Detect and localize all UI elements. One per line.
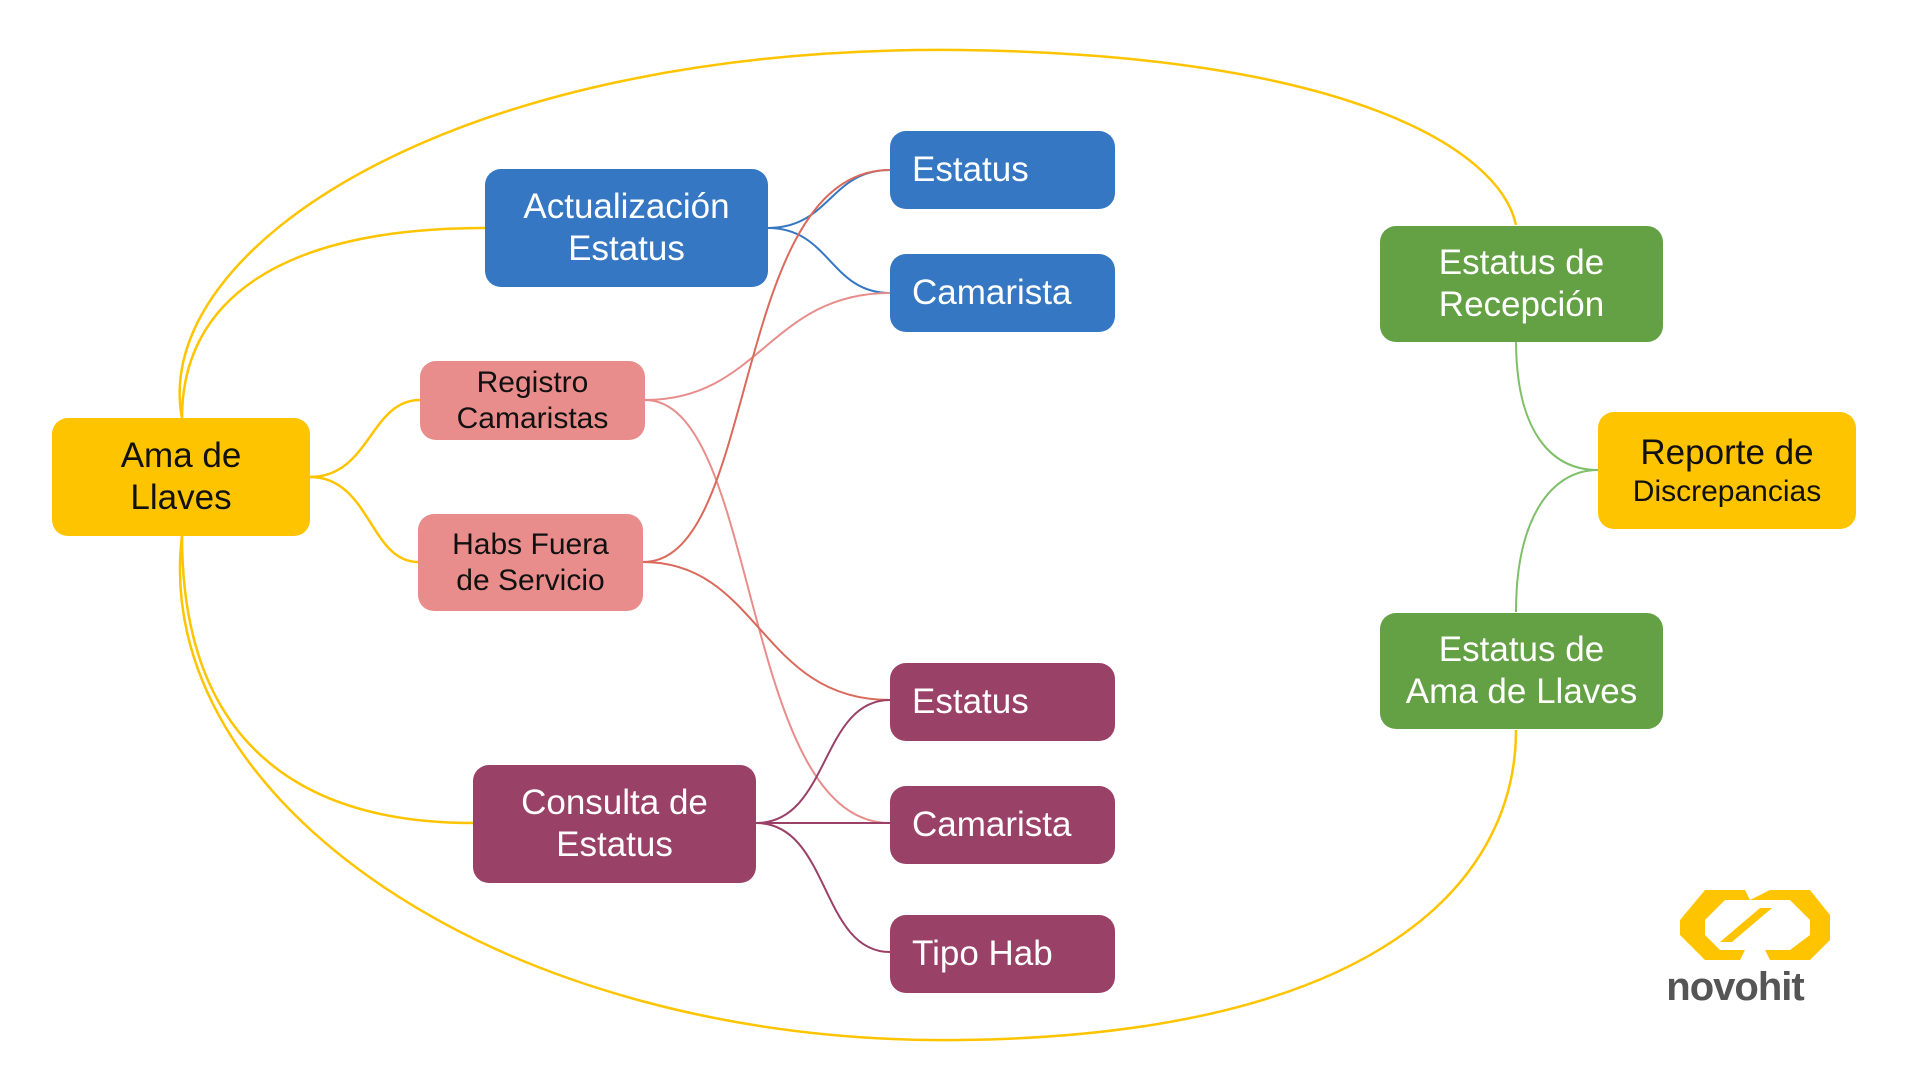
node-estatus-recepcion: Estatus de Recepción (1380, 226, 1663, 342)
node-recepcion-line2: Recepción (1438, 285, 1605, 324)
node-ama-llaves-status-line1: Estatus de (1438, 630, 1605, 669)
node-actualizacion-estatus: Actualización Estatus (485, 169, 768, 287)
connector-ama-to-ama-llaves-status (178, 535, 1518, 1042)
node-ama-de-llaves-line1: Ama de (120, 436, 242, 475)
leaf-blue-camarista-label: Camarista (912, 273, 1072, 312)
node-consulta-line1: Consulta de (521, 783, 708, 822)
connector-ama-to-consulta (180, 535, 474, 825)
node-recepcion-line1: Estatus de (1438, 243, 1605, 282)
connector-ama-to-habs (309, 475, 419, 564)
node-reporte-line2: Discrepancias (1632, 474, 1822, 508)
connector-consulta-to-estatus (755, 699, 891, 824)
node-actualizacion-line2: Estatus (568, 229, 685, 268)
node-habs-fuera-servicio: Habs Fuera de Servicio (418, 514, 643, 611)
connector-actualizacion-to-estatus (767, 169, 891, 229)
connector-ama-llaves-status-to-reporte (1515, 469, 1599, 613)
leaf-blue-estatus-label: Estatus (912, 150, 1029, 189)
leaf-blue-estatus: Estatus (890, 131, 1115, 209)
node-ama-de-llaves-line2: Llaves (130, 478, 232, 517)
connector-consulta-to-tipo-hab (755, 822, 891, 953)
connector-ama-to-actualizacion (180, 226, 486, 419)
leaf-plum-camarista: Camarista (890, 786, 1115, 864)
novohit-logo-text: novohit (1666, 965, 1804, 1009)
leaf-plum-estatus: Estatus (890, 663, 1115, 741)
node-reporte-discrepancias: Reporte de Discrepancias (1598, 412, 1856, 529)
node-registro-line2: Camaristas (456, 401, 609, 435)
connector-habs-to-plum-estatus (642, 561, 891, 701)
leaf-plum-camarista-label: Camarista (912, 805, 1072, 844)
connector-actualizacion-to-camarista (767, 227, 891, 294)
leaf-plum-tipo-hab: Tipo Hab (890, 915, 1115, 993)
leaf-plum-estatus-label: Estatus (912, 682, 1029, 721)
connector-registro-to-plum-camarista (644, 399, 891, 824)
connector-ama-to-registro (309, 398, 421, 479)
node-habs-line2: de Servicio (456, 563, 605, 597)
node-estatus-ama-llaves: Estatus de Ama de Llaves (1380, 613, 1663, 729)
node-actualizacion-line1: Actualización (523, 187, 730, 226)
leaf-blue-camarista: Camarista (890, 254, 1115, 332)
node-ama-llaves-status-line2: Ama de Llaves (1405, 672, 1638, 711)
node-registro-line1: Registro (476, 365, 589, 399)
connector-registro-to-camarista (644, 292, 891, 401)
node-consulta-line2: Estatus (556, 825, 673, 864)
node-habs-line1: Habs Fuera (452, 527, 609, 561)
connector-ama-to-recepcion (178, 48, 1518, 419)
node-registro-camaristas: Registro Camaristas (420, 361, 645, 440)
node-reporte-line1: Reporte de (1640, 432, 1814, 472)
node-ama-de-llaves: Ama de Llaves (52, 418, 310, 536)
leaf-plum-tipo-hab-label: Tipo Hab (912, 934, 1053, 973)
connector-habs-to-estatus (642, 169, 891, 563)
connector-recepcion-to-reporte (1515, 339, 1599, 471)
node-consulta-estatus: Consulta de Estatus (473, 765, 756, 883)
novohit-logo-icon (1680, 890, 1830, 960)
